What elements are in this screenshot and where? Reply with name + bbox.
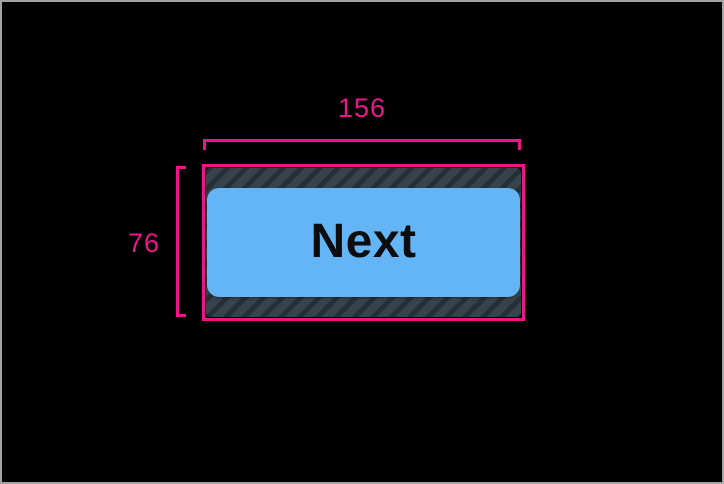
height-measure-bracket: [176, 166, 186, 317]
next-button-label: Next: [310, 214, 417, 268]
width-dimension-label: 156: [337, 93, 387, 123]
widget-selection-highlight: Next: [202, 164, 525, 321]
height-dimension-label: 76: [127, 228, 160, 258]
width-measure-bracket: [203, 139, 521, 150]
next-button[interactable]: Next: [207, 188, 520, 297]
